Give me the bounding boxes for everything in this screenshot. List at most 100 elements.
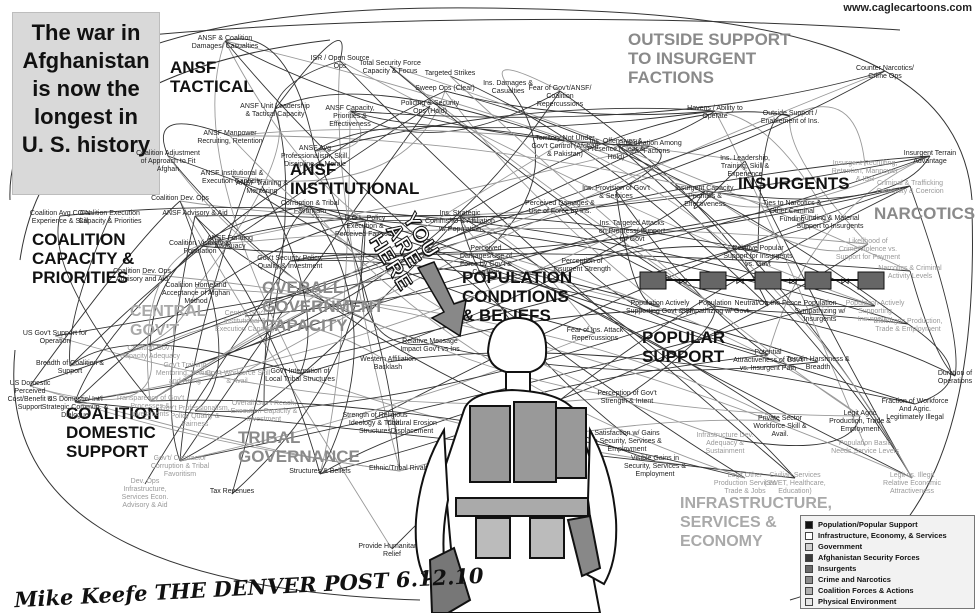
section-narcotics: NARCOTICS <box>874 204 976 223</box>
diagram-node: Tax Revenues <box>209 488 255 495</box>
diagram-node: Likelihood of Crime/Violence vs. Support… <box>835 238 901 261</box>
soldier-figure <box>414 316 618 613</box>
vest-panel <box>555 407 587 479</box>
causal-link <box>485 250 913 479</box>
causal-link <box>29 115 791 387</box>
section-outside-support: OUTSIDE SUPPORT TO INSURGENT FACTIONS <box>628 30 791 87</box>
diagram-node: Neutral/On the Fence <box>734 300 802 307</box>
causal-link <box>459 215 796 479</box>
legend-label: Afghanistan Security Forces <box>818 553 920 562</box>
diagram-node: Population Actively Supporting Govt & SF <box>625 300 695 315</box>
causal-link <box>744 160 913 479</box>
causal-link <box>179 305 821 462</box>
diagram-node: Outside Support / Enablement of Ins. <box>760 110 820 125</box>
diagram-node: Coalition Dev. Ops <box>151 195 209 202</box>
causal-link <box>237 70 886 377</box>
causal-link <box>349 70 886 118</box>
diagram-node: Ins. Strategic Comms/IO & Affiliation w/… <box>425 210 495 233</box>
diagram-node: Population Sympathizing w/ Insurgents <box>794 300 846 323</box>
diagram-node: Coalition Dev. Ops Advisory and Aid <box>113 268 171 283</box>
holster <box>566 514 602 578</box>
causal-link <box>74 220 831 403</box>
legend-item: Crime and Narcotics <box>805 574 970 585</box>
causal-link <box>69 287 197 367</box>
diagram-node: US Gov't Support for Operation <box>22 330 88 345</box>
title-line: The war in <box>31 20 141 45</box>
diagram-node: Ethnic/Tribal Rivalry <box>369 465 431 472</box>
legend-swatch <box>805 531 813 540</box>
diagram-node: Coalition Homeland Acceptance of Afghan … <box>161 282 231 305</box>
diagram-node: US Domestic/ Int'l Strategic Commun. & D… <box>41 396 109 419</box>
causal-link <box>444 90 716 116</box>
diagram-node: Provide Humanitarian Relief <box>358 543 426 558</box>
causal-link <box>229 128 746 162</box>
diagram-node: Coalition Adjustment of Approach to Fit … <box>136 150 200 173</box>
causal-link <box>194 215 909 325</box>
causal-link <box>909 270 956 377</box>
causal-link <box>69 344 301 375</box>
section-ansf-tactical: ANSF TACTICAL <box>170 58 254 96</box>
diagram-node: Breadth of Coalition & Support <box>35 360 105 375</box>
title-line: Afghanistan <box>22 48 150 73</box>
causal-link <box>229 135 831 222</box>
diagram-node: Infrastructure Dev. Adequacy & Sustainme… <box>696 432 754 455</box>
causal-link <box>184 90 561 369</box>
diagram-node: Fraction of Workforce And Agric. Legitim… <box>881 398 949 421</box>
title-line: U. S. history <box>21 132 151 157</box>
legend-item: Afghanistan Security Forces <box>805 552 970 563</box>
causal-link <box>179 200 220 412</box>
causal-link <box>429 343 861 417</box>
diagram-node: Total Security Force Capacity & Focus <box>359 60 421 75</box>
diagram-node: Criminal & Trafficking Capability & Coer… <box>876 180 944 195</box>
causal-link <box>162 123 231 157</box>
diagram-node: Corruption & Tribal Favoritism <box>280 200 340 215</box>
belt <box>455 497 589 517</box>
diagram-node: Policing & Security Ops (Hold) <box>400 100 460 115</box>
causal-link <box>69 90 446 367</box>
legend-item: Population/Popular Support <box>805 519 970 530</box>
diagram-node: Ins. Targeted Attacks on Progress/ Suppo… <box>598 220 666 243</box>
causal-link <box>261 185 309 375</box>
causal-link <box>714 110 831 222</box>
section-population-conditions: POPULATION CONDITIONS & BELIEFS <box>462 268 573 325</box>
diagram-node: ANSF Institutional & Execution Capacity <box>200 170 264 185</box>
pouch <box>529 517 565 559</box>
causal-link <box>559 70 886 207</box>
causal-link <box>224 40 746 479</box>
causal-link <box>179 215 461 462</box>
diagram-node: ANSF Advisory & Aid <box>162 210 228 217</box>
causal-link <box>767 155 931 356</box>
legend-label: Infrastructure, Economy, & Services <box>818 531 947 540</box>
causal-link <box>615 190 769 356</box>
diagram-node: Fear of Ins. Attack Repercussions <box>566 327 624 342</box>
legend-label: Government <box>818 542 863 551</box>
causal-link <box>615 110 716 145</box>
diagram-node: Private Sector Workforce Skill & Avail. <box>753 415 807 438</box>
diagram-node: ANSF Manpower Recruiting, Retention <box>197 130 263 145</box>
diagram-node: Gov't Training Mentoring, Vetting, and H… <box>155 362 215 385</box>
causal-link <box>59 207 876 307</box>
causal-link <box>459 215 596 334</box>
vest-panel <box>469 405 511 483</box>
diagram-node: Illicit/Agric Production, Trade & Employ… <box>873 318 943 333</box>
vest-panel <box>513 401 557 483</box>
diagram-node: Relative Popular Support for Insurgents … <box>723 245 793 268</box>
diagram-node: Territory Not Under Gov't Control (Afgha… <box>531 135 599 158</box>
diagram-node: Potential Attractiveness of Gov't vs. In… <box>733 349 803 372</box>
diagram-node: Overall Gov't Reach, Execution Capacity … <box>230 400 298 423</box>
diagram-node: Ties to Narcotics & Other Criminal Fundi… <box>762 200 822 223</box>
left-arm <box>414 426 450 582</box>
causal-link <box>289 253 911 272</box>
diagram-node: ANSF Capacity, Priorities & Effectivenes… <box>325 105 375 128</box>
causal-link <box>263 205 311 407</box>
diagram-node: Transparency of Gov't Processes & Invest… <box>115 395 185 418</box>
causal-link <box>179 108 276 462</box>
causal-link <box>167 155 431 345</box>
causal-link <box>199 185 911 255</box>
causal-link <box>704 155 931 200</box>
diagram-node: ANSF Training & Mentoring <box>235 180 289 195</box>
causal-link <box>69 215 111 367</box>
causal-link <box>444 90 661 307</box>
